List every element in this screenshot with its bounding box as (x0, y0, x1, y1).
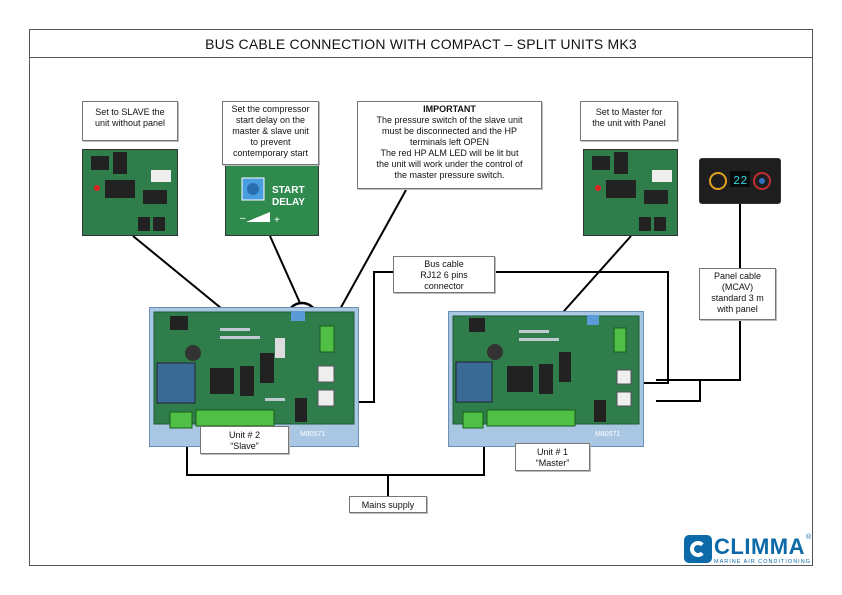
panel-cable-label: Panel cable (MCAV) standard 3 m with pan… (699, 268, 776, 320)
start-delay-photo: START DELAY – + (225, 165, 319, 236)
compressor-note-line-3: master & slave unit (232, 126, 309, 136)
svg-text:+: + (274, 215, 280, 226)
unit-1-line-1: Unit # 1 (536, 447, 569, 457)
important-note-line-3: terminals left OPEN (409, 137, 490, 147)
important-heading: IMPORTANT (423, 104, 476, 114)
bus-cable-line-1: Bus cable (424, 259, 464, 269)
bus-cable-line-3: connector (424, 281, 464, 291)
control-panel-graphic: 22 (700, 159, 780, 203)
slave-switch-graphic (83, 150, 177, 235)
master-note-line-2: the unit with Panel (592, 118, 666, 128)
important-note-line-5: the unit will work under the control of (376, 159, 523, 169)
master-note-line-1: Set to Master for (595, 107, 663, 117)
start-delay-graphic: START DELAY – + (226, 166, 318, 235)
start-label: START (272, 185, 305, 196)
important-note-line-1: The pressure switch of the slave unit (376, 115, 523, 125)
compressor-note-line-2: start delay on the (235, 115, 306, 125)
master-setting-note: Set to Master for the unit with Panel (580, 101, 678, 141)
page-title: BUS CABLE CONNECTION WITH COMPACT – SPLI… (29, 29, 813, 58)
compressor-delay-note: Set the compressor start delay on the ma… (222, 101, 319, 165)
important-note-line-6: the master pressure switch. (394, 170, 505, 180)
panel-cable-line-2: (MCAV) (721, 282, 754, 292)
unit-1-line-2: “Master” (535, 458, 570, 468)
important-note-line-2: must be disconnected and the HP (381, 126, 518, 136)
control-panel-photo: 22 (699, 158, 781, 204)
slave-switch-photo (82, 149, 178, 236)
compressor-note-line-4: to prevent (250, 137, 291, 147)
panel-cable-line-1: Panel cable (713, 271, 762, 281)
panel-cable-line-4: with panel (717, 304, 758, 314)
slave-board-code: M80571 (300, 431, 325, 438)
bus-cable-label: Bus cable RJ12 6 pins connector (393, 256, 495, 293)
unit-2-label: Unit # 2 “Slave” (200, 426, 289, 454)
panel-cable-line-3: standard 3 m (711, 293, 764, 303)
svg-text:–: – (240, 213, 246, 224)
climma-logo-tagline: MARINE AIR CONDITIONING (714, 559, 811, 565)
master-board-graphic: M80571 (452, 315, 640, 438)
slave-setting-note: Set to SLAVE the unit without panel (82, 101, 178, 141)
climma-logo-reg: ® (806, 534, 812, 541)
mains-supply-label: Mains supply (349, 496, 427, 513)
slave-note-line-1: Set to SLAVE the (95, 107, 165, 117)
master-switch-graphic (584, 150, 677, 235)
climma-logo-word: CLIMMA (714, 534, 805, 559)
compressor-note-line-5: contemporary start (232, 148, 309, 158)
unit-2-line-1: Unit # 2 (228, 430, 261, 440)
climma-logo-mark (684, 535, 712, 563)
climma-logo: CLIMMA ® MARINE AIR CONDITIONING (684, 532, 812, 568)
master-switch-photo (583, 149, 678, 236)
compressor-note-line-1: Set the compressor (231, 104, 310, 114)
slave-board-photo: M80571 (149, 307, 359, 447)
unit-1-label: Unit # 1 “Master” (515, 443, 590, 471)
bus-cable-line-2: RJ12 6 pins (420, 270, 468, 280)
panel-display-value: 22 (733, 174, 747, 188)
slave-note-line-2: unit without panel (94, 118, 166, 128)
delay-label: DELAY (272, 197, 305, 208)
important-note: IMPORTANT The pressure switch of the sla… (357, 101, 542, 189)
important-note-line-4: The red HP ALM LED will be lit but (380, 148, 519, 158)
slave-board-graphic: M80571 (153, 311, 355, 438)
unit-2-line-2: “Slave” (230, 441, 259, 451)
master-board-code: M80571 (595, 431, 620, 438)
master-board-photo: M80571 (448, 311, 644, 447)
